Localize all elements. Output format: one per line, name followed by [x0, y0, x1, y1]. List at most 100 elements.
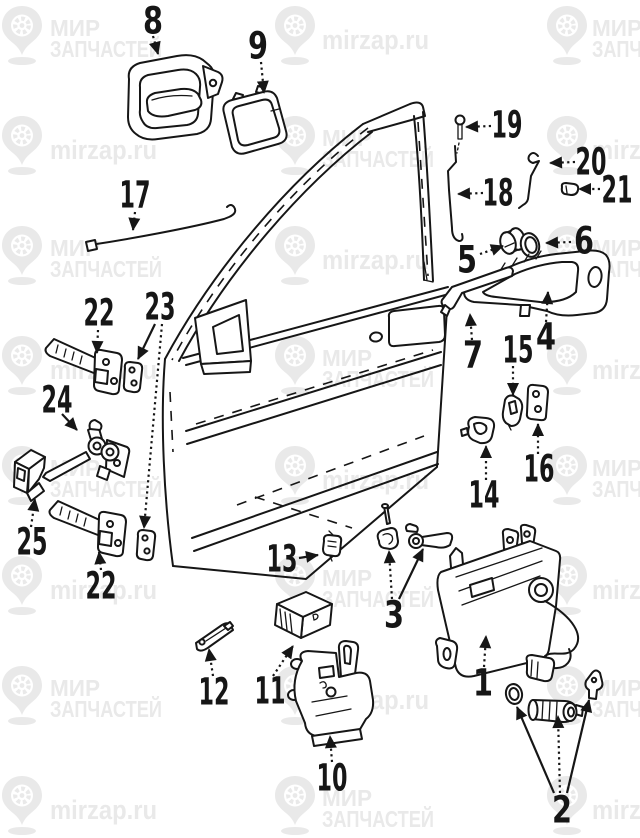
- part-callout-24: 24: [42, 379, 78, 431]
- part-callout-19: 19: [465, 104, 523, 147]
- part-callout-9: 9: [248, 25, 269, 94]
- part-callout-4: 4: [536, 291, 556, 359]
- watermark-text: МИР: [50, 15, 100, 41]
- watermark-text: mirzap.ru: [50, 135, 157, 165]
- part-number-21: 21: [602, 169, 633, 212]
- part-callout-21: 21: [578, 169, 633, 212]
- part-number-6: 6: [574, 220, 594, 263]
- part-callout-25: 25: [17, 498, 48, 564]
- part-4-exterior-handle: [463, 249, 611, 317]
- line-art-layer: [13, 54, 611, 747]
- callout-arrow: [515, 706, 556, 794]
- watermark-text: ЗАПЧАСТЕЙ: [592, 475, 640, 502]
- part-number-14: 14: [469, 474, 500, 517]
- part-17-lock-rod: [85, 204, 237, 252]
- watermark-layer: МИРЗАПЧАСТЕЙmirzap.ruМИРЗАПЧАСТЕЙmirzap.…: [2, 6, 640, 835]
- part-callout-5: 5: [457, 239, 504, 282]
- part-number-24: 24: [42, 379, 73, 422]
- mirzap-logo-icon: [2, 336, 42, 395]
- part-callout-7: 7: [463, 313, 483, 377]
- watermark-text: МИР: [592, 15, 640, 41]
- watermark-text: mirzap.ru: [592, 135, 640, 165]
- watermark-text: МИР: [592, 455, 640, 481]
- part-callout-16: 16: [524, 423, 555, 491]
- mirzap-logo-icon: [275, 6, 315, 65]
- part-callout-23: 23: [137, 286, 176, 529]
- part-10-door-latch: [287, 640, 375, 747]
- watermark-text: МИР: [322, 565, 372, 591]
- callout-arrow: [91, 329, 104, 354]
- part-callout-20: 20: [549, 141, 607, 184]
- part-number-22: 22: [86, 565, 117, 608]
- part-20-rod: [518, 152, 540, 209]
- part-callout-17: 17: [120, 174, 151, 231]
- part-23-plate-lower: [135, 529, 157, 562]
- callout-arrow: [479, 244, 504, 256]
- part-callout-1: 1: [473, 635, 493, 705]
- door-panel: [161, 101, 450, 580]
- part-callout-3: 3: [383, 548, 424, 637]
- mirzap-logo-icon: [547, 6, 587, 65]
- callout-arrow: [565, 699, 593, 794]
- part-2-lock-cylinder-set: [504, 669, 604, 723]
- part-number-13: 13: [267, 538, 298, 581]
- part-13-clip: [322, 530, 343, 562]
- part-number-7: 7: [463, 334, 483, 377]
- callout-arrow: [464, 313, 477, 341]
- part-number-5: 5: [457, 239, 477, 282]
- callout-arrow: [137, 323, 156, 360]
- part-14-clip: [460, 416, 496, 445]
- mirzap-logo-icon: [2, 226, 42, 285]
- part-21-clip: [560, 182, 580, 196]
- part-12-bracket: [195, 621, 234, 652]
- part-number-10: 10: [317, 757, 348, 800]
- watermark-text: ЗАПЧАСТЕЙ: [322, 365, 434, 392]
- watermark-text: ЗАПЧАСТЕЙ: [592, 695, 640, 722]
- part-6-cylinder-cap: [519, 232, 541, 258]
- watermark-text: mirzap.ru: [592, 795, 640, 825]
- part-18-rod: [447, 145, 464, 242]
- watermark-tile: mirzap.ru: [547, 556, 640, 615]
- callout-arrow: [552, 715, 565, 794]
- part-number-9: 9: [248, 25, 268, 68]
- part-callout-6: 6: [545, 220, 594, 263]
- door-handle-cutout: [387, 304, 446, 348]
- watermark-text: mirzap.ru: [592, 575, 640, 605]
- watermark-text: mirzap.ru: [322, 465, 429, 495]
- watermark-tile: mirzap.ru: [2, 776, 157, 835]
- watermark-text: МИР: [50, 675, 100, 701]
- part-number-3: 3: [384, 594, 404, 637]
- part-number-25: 25: [17, 521, 48, 564]
- part-callout-10: 10: [317, 735, 348, 800]
- part-number-15: 15: [503, 329, 534, 372]
- part-22-hinge-lower: [48, 500, 127, 558]
- watermark-tile: mirzap.ru: [547, 336, 640, 395]
- mirzap-logo-icon: [275, 776, 315, 835]
- watermark-text: ЗАПЧАСТЕЙ: [50, 255, 162, 282]
- part-number-8: 8: [143, 0, 163, 43]
- part-number-11: 11: [255, 670, 286, 713]
- watermark-tile: mirzap.ru: [2, 116, 157, 175]
- watermark-text: ЗАПЧАСТЕЙ: [50, 35, 162, 62]
- watermark-text: mirzap.ru: [592, 355, 640, 385]
- callout-arrow: [383, 550, 396, 600]
- callout-arrow: [465, 120, 492, 133]
- callout-arrow: [545, 236, 572, 249]
- part-number-4: 4: [536, 316, 556, 359]
- part-1-lock-carrier: [435, 523, 579, 683]
- callout-arrow: [272, 645, 294, 677]
- part-number-16: 16: [524, 448, 555, 491]
- callout-arrow: [398, 548, 424, 600]
- watermark-text: ЗАПЧАСТЕЙ: [322, 585, 434, 612]
- watermark-text: ЗАПЧАСТЕЙ: [50, 695, 162, 722]
- part-callout-2: 2: [515, 699, 593, 832]
- part-callout-22: 22: [84, 292, 115, 354]
- mirzap-logo-icon: [2, 556, 42, 615]
